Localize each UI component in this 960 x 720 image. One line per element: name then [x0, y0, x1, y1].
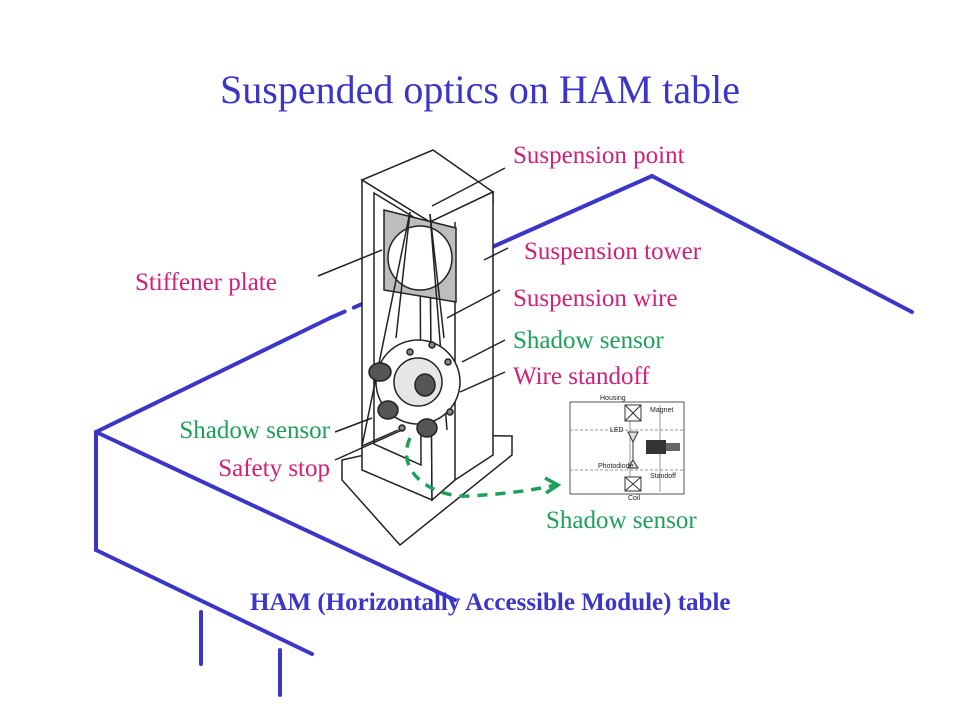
inset-label-housing: Housing — [600, 395, 626, 402]
pointer-lines — [317, 167, 509, 461]
inset-arrow-curve — [404, 437, 556, 498]
label-ham-table: HAM (Horizontally Accessible Module) tab… — [250, 589, 731, 616]
inset-label-standoff: Standoff — [650, 473, 676, 480]
inset-label-photodiode: Photodiode — [598, 463, 634, 470]
suspension-tower-drawing — [341, 149, 513, 547]
inset-arrow-head — [544, 476, 562, 495]
inset-label-coil: Coil — [628, 495, 641, 502]
label-suspension-point: Suspension point — [513, 142, 685, 169]
label-suspension-wire: Suspension wire — [513, 285, 678, 312]
ham-table-outline — [94, 174, 914, 697]
label-shadow-sensor-inset: Shadow sensor — [546, 507, 697, 534]
label-shadow-sensor-right: Shadow sensor — [513, 327, 664, 354]
label-wire-standoff: Wire standoff — [513, 363, 650, 390]
label-safety-stop: Safety stop — [218, 455, 330, 482]
label-shadow-sensor-left: Shadow sensor — [179, 417, 330, 444]
label-suspension-tower: Suspension tower — [524, 238, 702, 265]
page-title: Suspended optics on HAM table — [220, 67, 740, 112]
inset-label-magnet: Magnet — [650, 407, 673, 414]
label-stiffener-plate: Stiffener plate — [135, 269, 277, 296]
shadow-sensor-inset: Magnet LED Photodiode Standoff Coil Hous… — [569, 395, 685, 502]
inset-label-led: LED — [610, 427, 624, 434]
